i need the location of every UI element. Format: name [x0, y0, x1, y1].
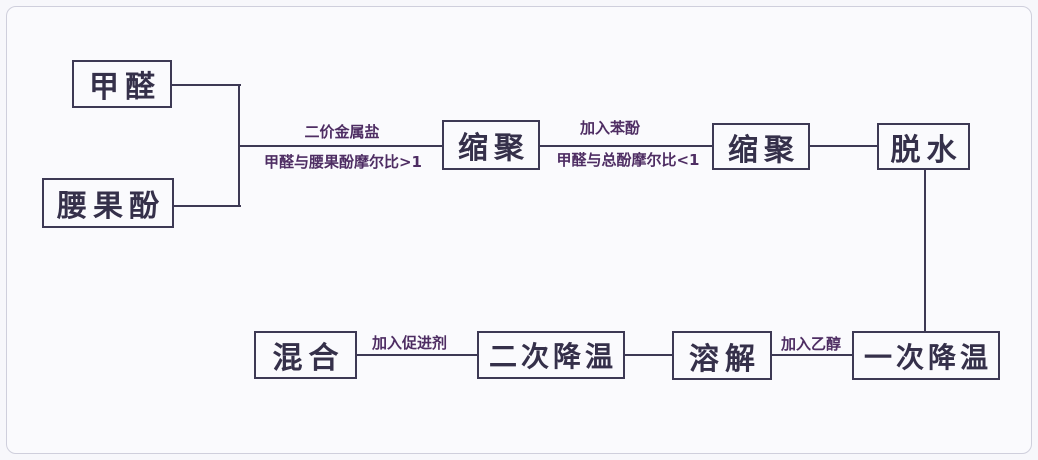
node-mixing: 混合	[254, 331, 357, 379]
connector-formaldehyde-merge	[172, 84, 241, 86]
connector-polycondensation-1-to-2	[540, 145, 712, 147]
connector-polycondensation-2-to-dehydration	[810, 145, 877, 147]
connector-dissolution-to-second-cooling	[625, 354, 672, 356]
connector-merge-to-polycondensation-1	[240, 145, 442, 147]
node-polycondensation-2: 缩聚	[712, 123, 810, 170]
edge-label-add-promoter: 加入促进剂	[371, 334, 447, 352]
edge-label-molar-ratio-lt1: 甲醛与总酚摩尔比<1	[556, 151, 700, 169]
edge-label-molar-ratio-gt1: 甲醛与腰果酚摩尔比>1	[263, 153, 422, 171]
edge-label-add-phenol: 加入苯酚	[579, 119, 640, 137]
connector-second-cooling-to-mixing	[357, 354, 477, 356]
connector-cardanol-merge	[174, 205, 241, 207]
node-formaldehyde: 甲醛	[72, 60, 172, 108]
connector-merge-vertical	[238, 84, 240, 207]
connector-first-cooling-to-dissolution	[772, 354, 852, 356]
node-dissolution: 溶解	[672, 331, 772, 380]
node-cardanol: 腰果酚	[42, 178, 174, 228]
edge-label-divalent-metal-salt: 二价金属盐	[304, 123, 380, 141]
node-second-cooling: 二次降温	[477, 331, 625, 379]
edge-label-add-ethanol: 加入乙醇	[780, 335, 841, 353]
node-first-cooling: 一次降温	[852, 331, 1000, 380]
node-polycondensation-1: 缩聚	[442, 120, 540, 170]
connector-dehydration-to-first-cooling	[924, 170, 926, 331]
node-dehydration: 脱水	[877, 123, 970, 170]
